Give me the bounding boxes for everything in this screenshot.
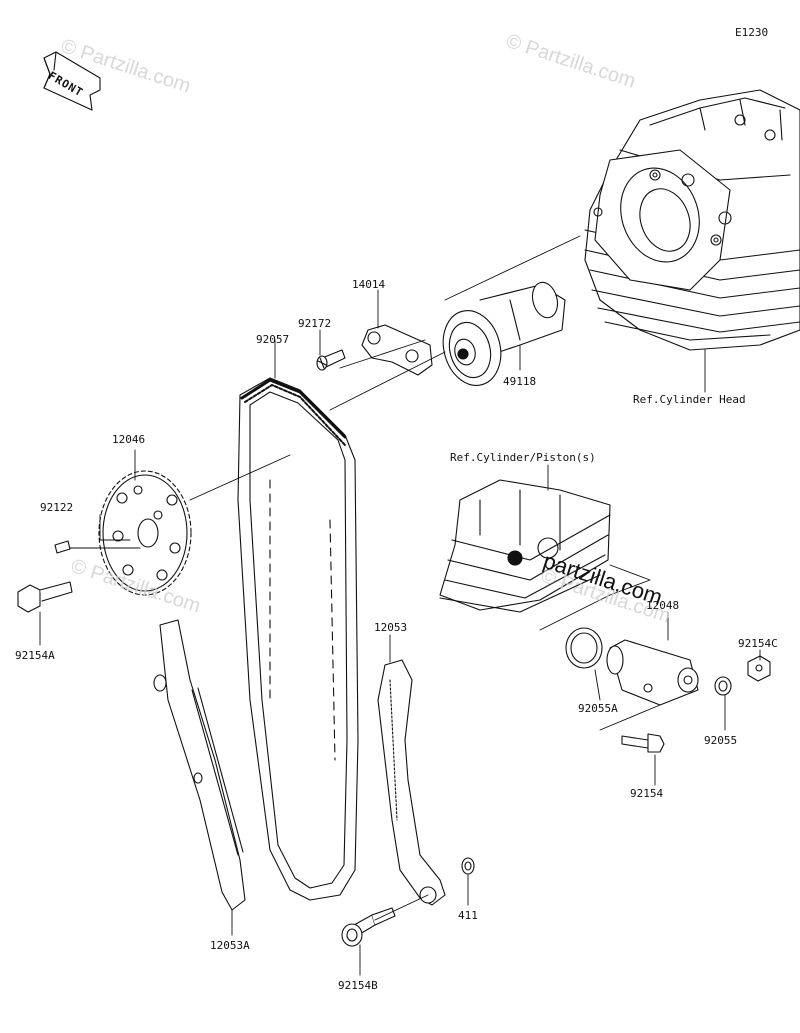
cam-sprocket	[99, 471, 191, 595]
bolt-92154A	[18, 582, 72, 612]
ref-cylinder-head[interactable]: Ref.Cylinder Head	[633, 393, 746, 406]
camshaft	[435, 280, 565, 392]
cam-chain	[238, 378, 358, 900]
cam-chain-tensioner	[607, 640, 698, 705]
part-label-12048[interactable]: 12048	[646, 599, 680, 612]
part-label-92154[interactable]: 92154	[630, 787, 664, 800]
chain-guide-12053A	[154, 620, 245, 910]
bolt-92154B	[342, 908, 395, 946]
part-label-92154A[interactable]: 92154A	[15, 649, 55, 662]
part-label-49118[interactable]: 49118	[503, 375, 537, 388]
cam-plate	[362, 325, 432, 375]
part-label-92057[interactable]: 92057	[256, 333, 290, 346]
part-label-92172[interactable]: 92172	[298, 317, 332, 330]
part-label-14014[interactable]: 14014	[352, 278, 386, 291]
part-label-92055[interactable]: 92055	[704, 734, 738, 747]
tensioner-guide-12053	[378, 660, 445, 905]
cylinder-block	[440, 480, 610, 612]
part-label-92055A[interactable]: 92055A	[578, 702, 618, 715]
part-label-92154B[interactable]: 92154B	[338, 979, 378, 992]
part-label-411[interactable]: 411	[458, 909, 478, 922]
part-label-12046[interactable]: 12046	[112, 433, 146, 446]
part-label-92154C[interactable]: 92154C	[738, 637, 778, 650]
dowel-pin	[55, 541, 70, 553]
bolt-92172	[317, 350, 345, 370]
front-arrow-icon	[44, 52, 100, 110]
part-label-92122[interactable]: 92122	[40, 501, 74, 514]
diagram-code: E1230	[735, 26, 769, 39]
washer-92055	[715, 677, 731, 695]
leader-lines	[40, 236, 760, 975]
o-ring-92055A	[566, 628, 602, 668]
nut-92154C	[748, 656, 770, 681]
cylinder-head	[585, 90, 800, 350]
washer-411	[462, 858, 474, 874]
ref-cylinder-piston[interactable]: Ref.Cylinder/Piston(s)	[450, 451, 596, 464]
part-label-12053A[interactable]: 12053A	[210, 939, 250, 952]
part-label-12053[interactable]: 12053	[374, 621, 408, 634]
bolt-92154	[622, 734, 664, 752]
